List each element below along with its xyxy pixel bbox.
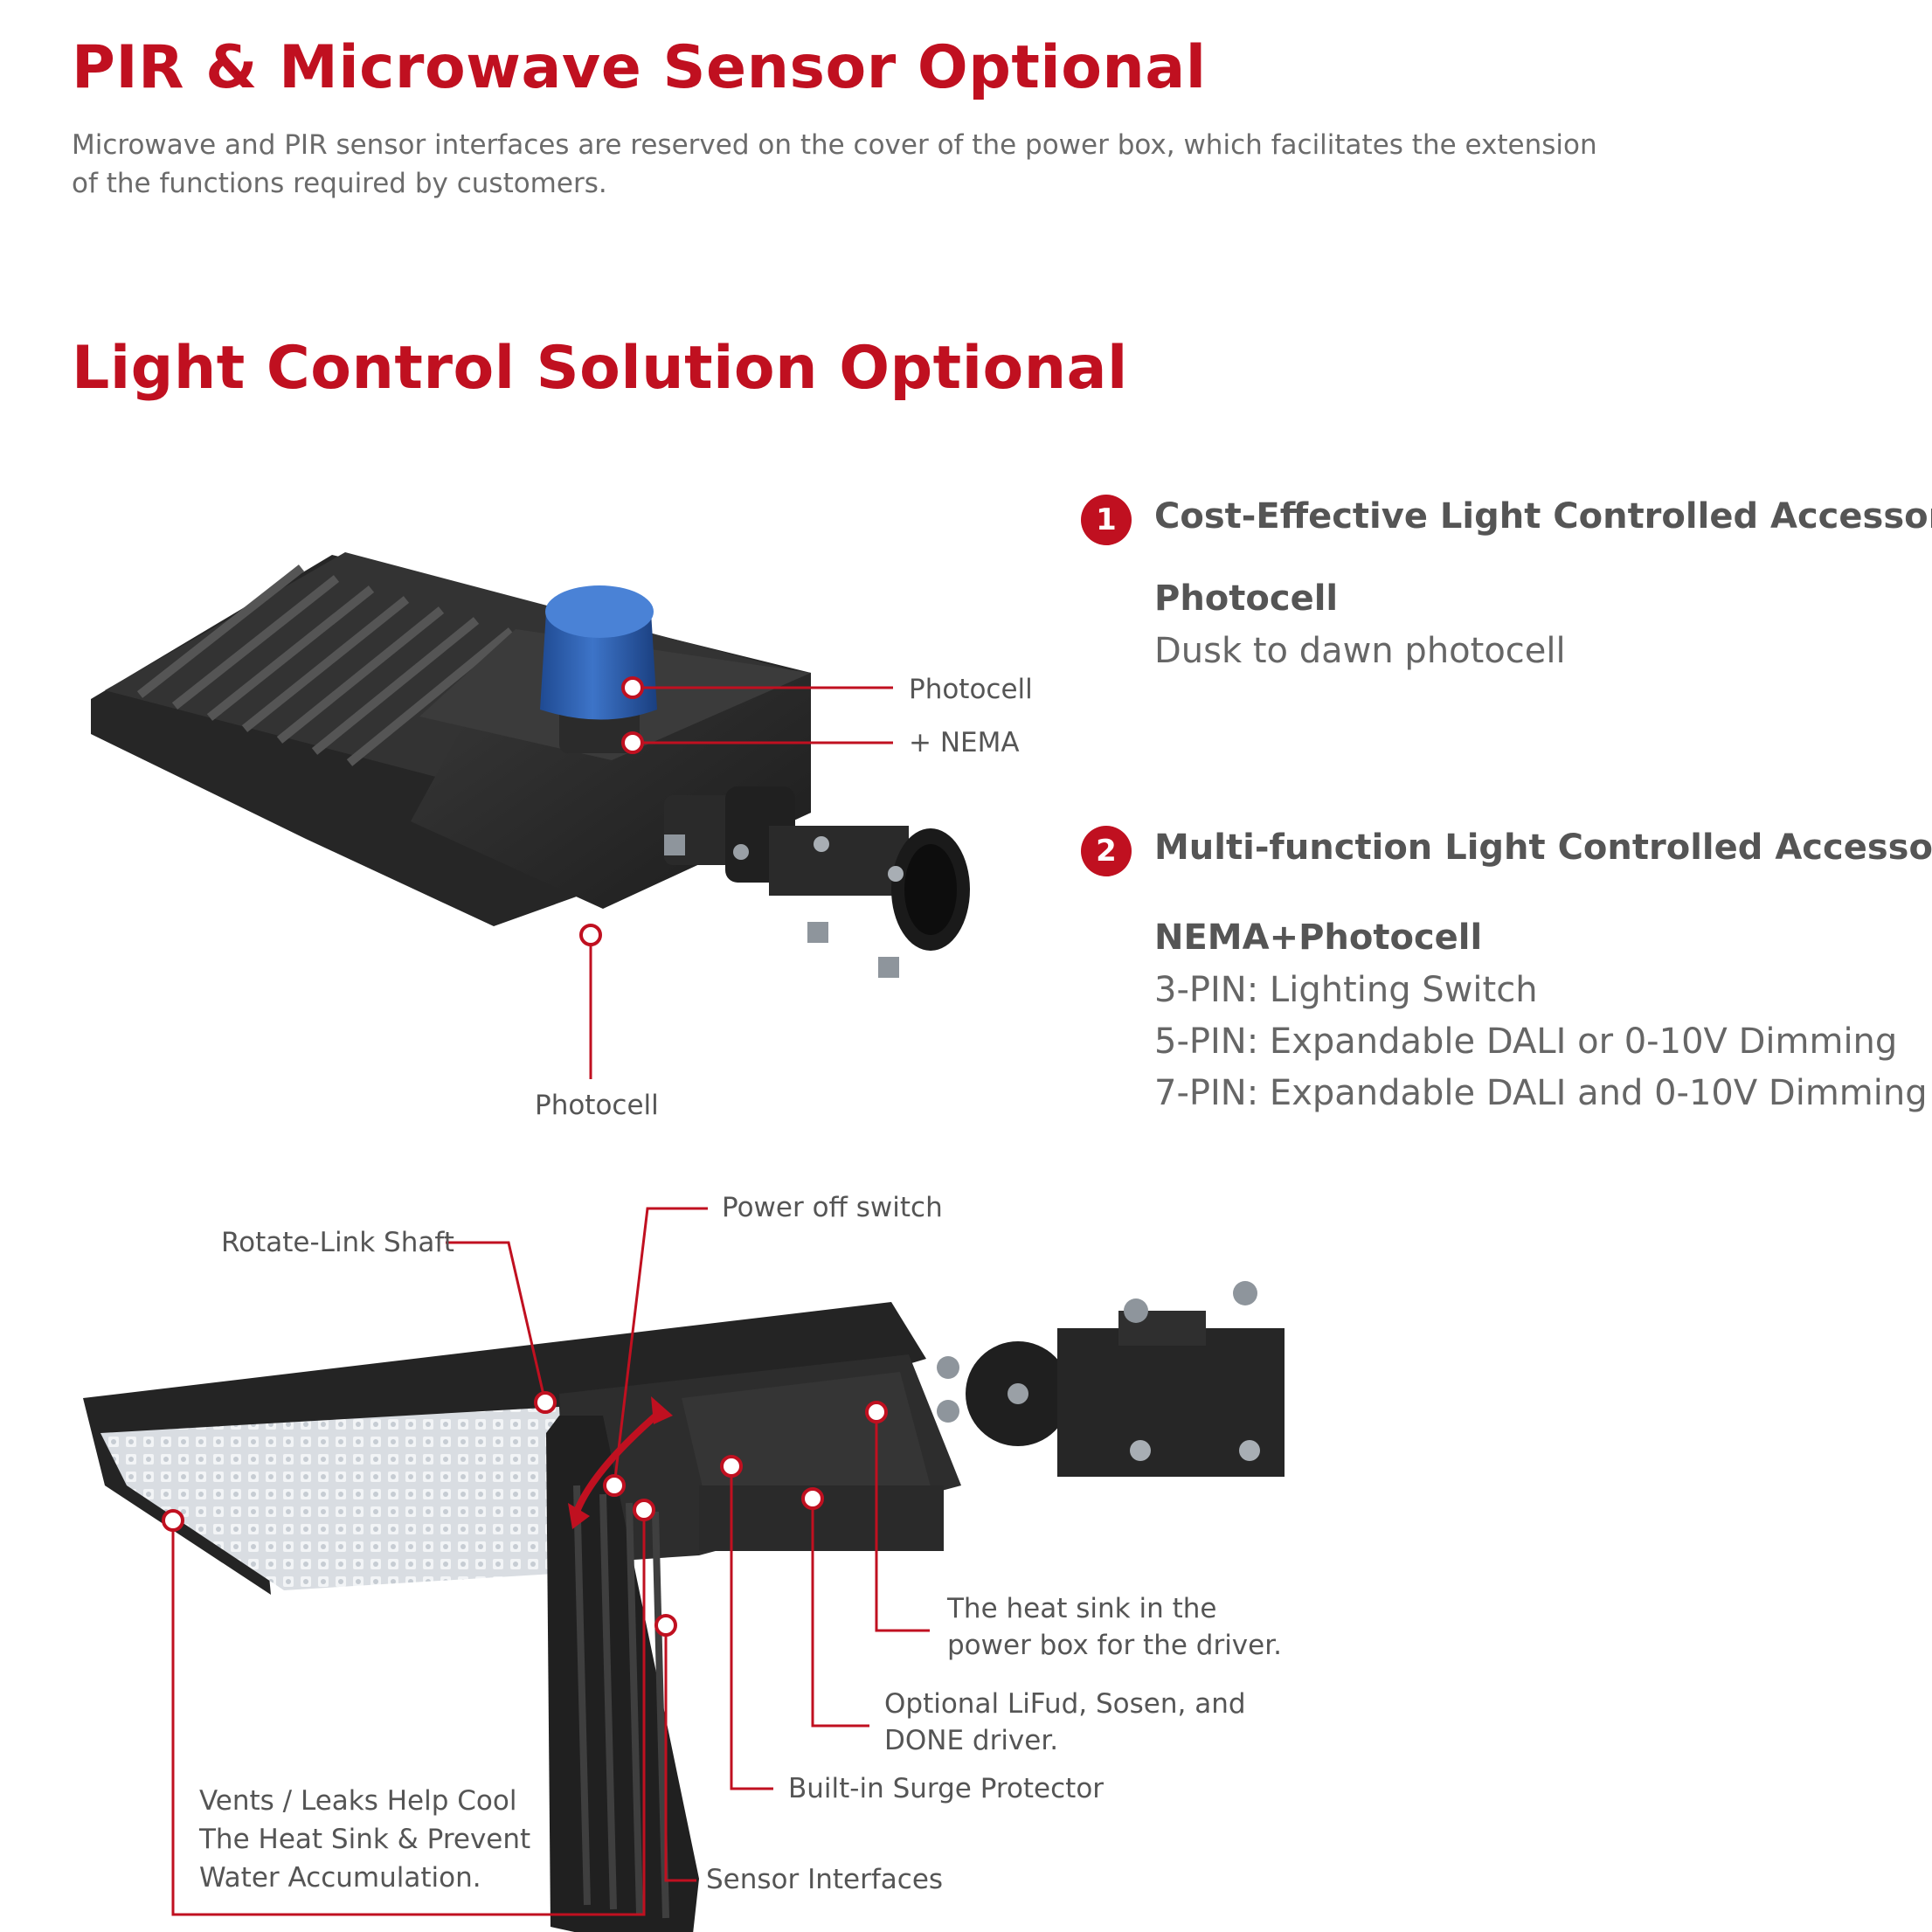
accessory-title-1: Cost-Effective Light Controlled Accessor… [1154,496,1932,537]
accessory-number-2: 2 [1081,826,1132,876]
label-rotate-link-shaft: Rotate-Link Shaft [221,1227,454,1258]
callout-dot-power-off-switch [603,1474,626,1497]
accessory-number-1: 1 [1081,495,1132,545]
accessory-subtitle-2: NEMA+Photocell [1154,918,1483,958]
accessory-subtitle-1: Photocell [1154,578,1339,619]
light-control-title: Light Control Solution Optional [72,334,1128,403]
callout-dot-nema [621,731,644,754]
callout-lines [171,686,930,1916]
top-fixture-drawing [91,552,970,978]
label-photocell-top: Photocell [909,674,1033,705]
callout-dot-rotate-link-shaft [534,1391,557,1414]
label-surge-protector: Built-in Surge Protector [788,1773,1104,1804]
label-photocell-bottom: Photocell [535,1090,659,1121]
accessory-line: 3-PIN: Lighting Switch [1154,970,1538,1010]
label-driver-line1: Optional LiFud, Sosen, and [884,1688,1246,1720]
callout-dot-heat-sink [865,1401,888,1423]
callout-dot-photocell-bottom [579,924,602,946]
callout-dot-vents-left [162,1509,184,1532]
accessory-title-2: Multi-function Light Controlled Accessor… [1154,828,1932,868]
callout-dot-vents-right [633,1499,655,1521]
callout-dot-driver [801,1487,824,1510]
label-vents-line1: Vents / Leaks Help Cool [199,1785,517,1817]
label-nema: + NEMA [909,727,1020,758]
accessory-line: Dusk to dawn photocell [1154,631,1566,671]
accessory-line: 7-PIN: Expandable DALI and 0-10V Dimming [1154,1073,1928,1113]
label-heat-sink-line2: power box for the driver. [947,1630,1282,1661]
callout-dot-surge [720,1455,743,1478]
callout-dot-sensor [654,1614,677,1637]
bottom-fixture-drawing [83,1281,1285,1932]
label-vents-line3: Water Accumulation. [199,1862,481,1894]
label-driver-line2: DONE driver. [884,1725,1059,1756]
pir-section-description: Microwave and PIR sensor interfaces are … [72,129,1597,199]
accessory-line: 5-PIN: Expandable DALI or 0-10V Dimming [1154,1021,1898,1062]
label-power-off-switch: Power off switch [722,1192,943,1223]
label-sensor-interfaces: Sensor Interfaces [706,1864,944,1895]
label-vents-line2: The Heat Sink & Prevent [199,1824,531,1855]
callout-dot-photocell-top [621,676,644,699]
label-heat-sink-line1: The heat sink in the [947,1593,1217,1624]
pir-section-title: PIR & Microwave Sensor Optional [72,33,1207,102]
